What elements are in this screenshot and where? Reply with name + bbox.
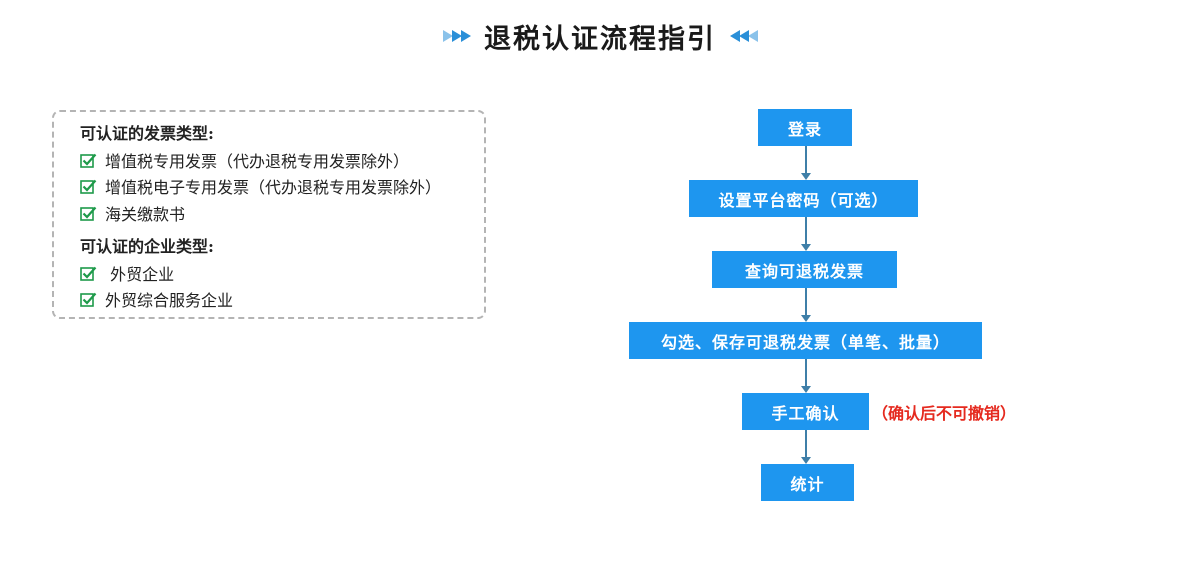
checkbox-checked-icon: [80, 292, 97, 307]
title-left-arrows-icon: [443, 30, 471, 42]
invoice-type-item: 增值税专用发票（代办退税专用发票除外）: [80, 149, 409, 171]
enterprise-type-label: 外贸综合服务企业: [105, 291, 234, 310]
title-right-arrows-icon: [730, 30, 758, 42]
flow-step-query-invoices: 查询可退税发票: [712, 251, 897, 288]
enterprise-types-heading: 可认证的企业类型:: [80, 237, 214, 256]
invoice-type-label: 海关缴款书: [105, 205, 186, 224]
flow-arrow: [801, 430, 811, 464]
page-title: 退税认证流程指引: [484, 23, 716, 55]
invoice-type-label: 增值税电子专用发票（代办退税专用发票除外）: [105, 178, 442, 197]
invoice-type-label: 增值税专用发票（代办退税专用发票除外）: [105, 152, 410, 171]
checkbox-checked-icon: [80, 179, 97, 194]
flow-step-manual-confirm: 手工确认: [742, 393, 869, 430]
flow-arrow: [801, 359, 811, 393]
checkbox-checked-icon: [80, 266, 97, 281]
eligibility-box: [52, 110, 486, 319]
flow-step-login: 登录: [758, 109, 852, 146]
invoice-types-heading: 可认证的发票类型:: [80, 124, 214, 143]
enterprise-type-label: 外贸企业: [105, 265, 175, 284]
invoice-type-item: 增值税电子专用发票（代办退税专用发票除外）: [80, 175, 441, 197]
flow-arrow: [801, 146, 811, 180]
enterprise-type-item: 外贸综合服务企业: [80, 288, 233, 310]
flow-step-select-save: 勾选、保存可退税发票（单笔、批量）: [629, 322, 982, 359]
checkbox-checked-icon: [80, 153, 97, 168]
flow-arrow: [801, 288, 811, 322]
title-bar: 退税认证流程指引: [0, 14, 1200, 58]
irreversible-note: （确认后不可撤销）: [872, 404, 1017, 423]
flow-arrow: [801, 217, 811, 251]
invoice-type-item: 海关缴款书: [80, 202, 185, 224]
checkbox-checked-icon: [80, 206, 97, 221]
flow-step-set-password: 设置平台密码（可选）: [689, 180, 918, 217]
enterprise-type-item: 外贸企业: [80, 262, 174, 284]
flow-step-statistics: 统计: [761, 464, 854, 501]
